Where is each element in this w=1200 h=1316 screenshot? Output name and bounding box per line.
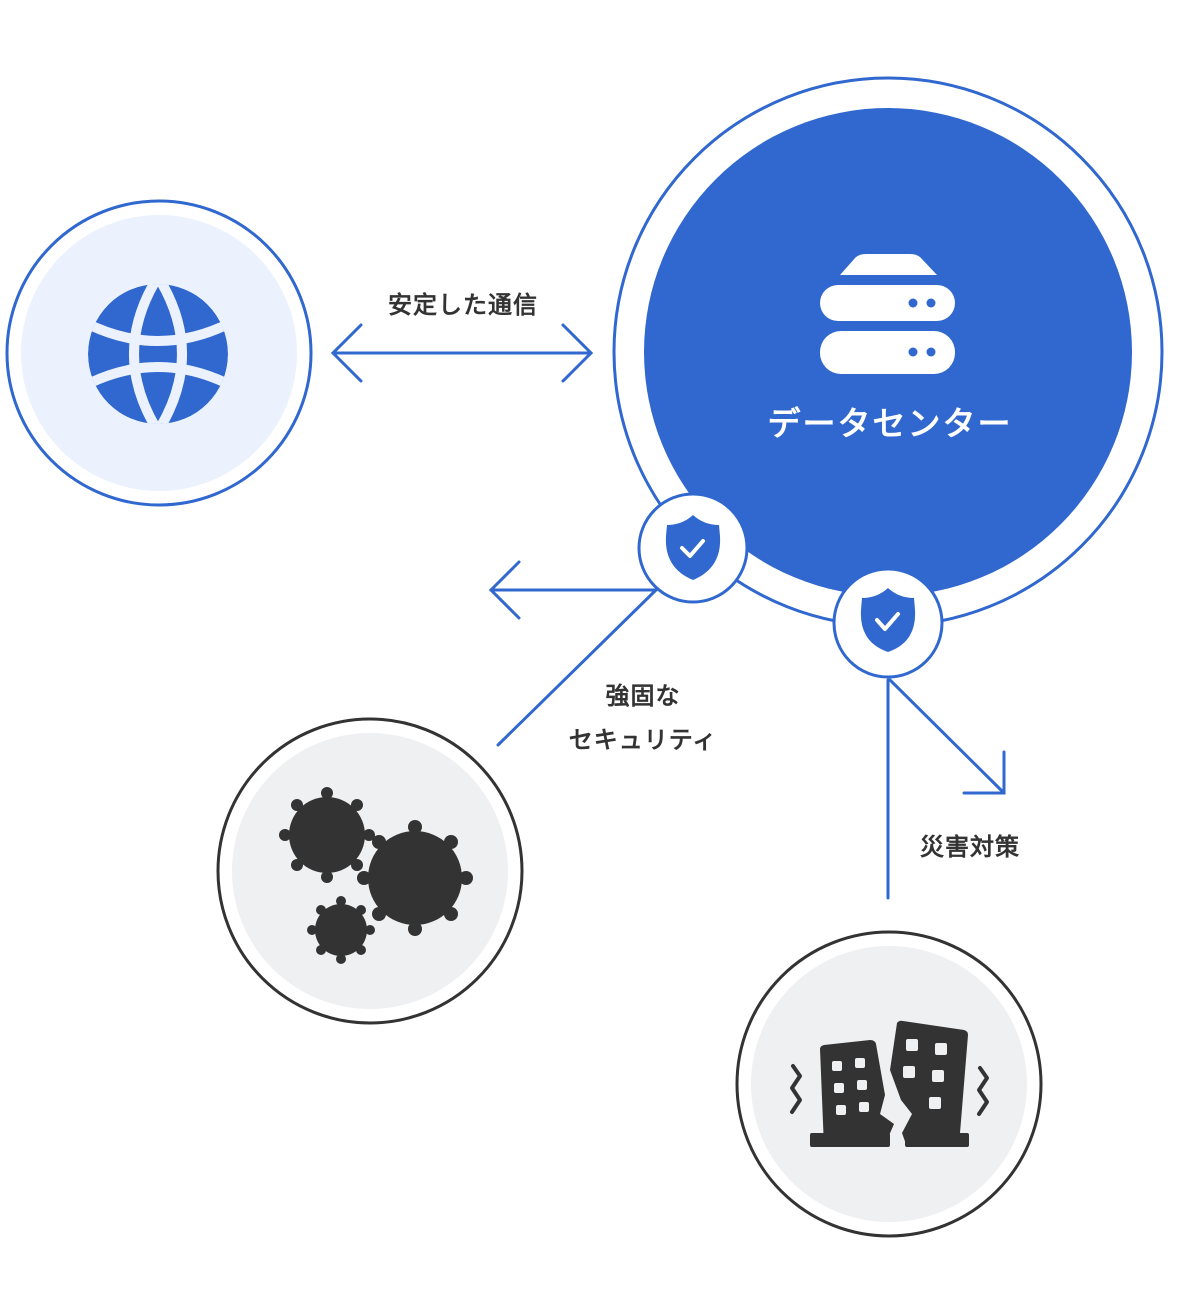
strong-security-label-line-2: セキュリティ [568, 726, 718, 754]
disaster-countermeasures-label: 災害対策 [920, 833, 1020, 861]
stable-connection-arrow [330, 323, 594, 383]
internet-node [5, 199, 313, 507]
earthquake-node [735, 930, 1043, 1238]
security-connection-arrow [488, 560, 658, 747]
globe-icon [88, 284, 228, 424]
security-badge [637, 492, 749, 604]
datacenter-node [612, 76, 1164, 628]
earthquake-buildings-icon [790, 1020, 989, 1149]
virus-icon [279, 787, 473, 964]
strong-security-label-line-1: 強固な [605, 682, 681, 710]
disaster-badge [832, 567, 944, 679]
virus-node [216, 717, 524, 1025]
server-icon [820, 254, 955, 374]
disaster-connection-arrow [886, 678, 1006, 900]
stable-communication-label: 安定した通信 [388, 291, 538, 319]
datacenter-label: データセンター [767, 404, 1013, 443]
strong-security-label: 強固な セキュリティ [553, 674, 733, 762]
shield-check-icon [860, 588, 916, 652]
shield-check-icon [665, 515, 721, 580]
